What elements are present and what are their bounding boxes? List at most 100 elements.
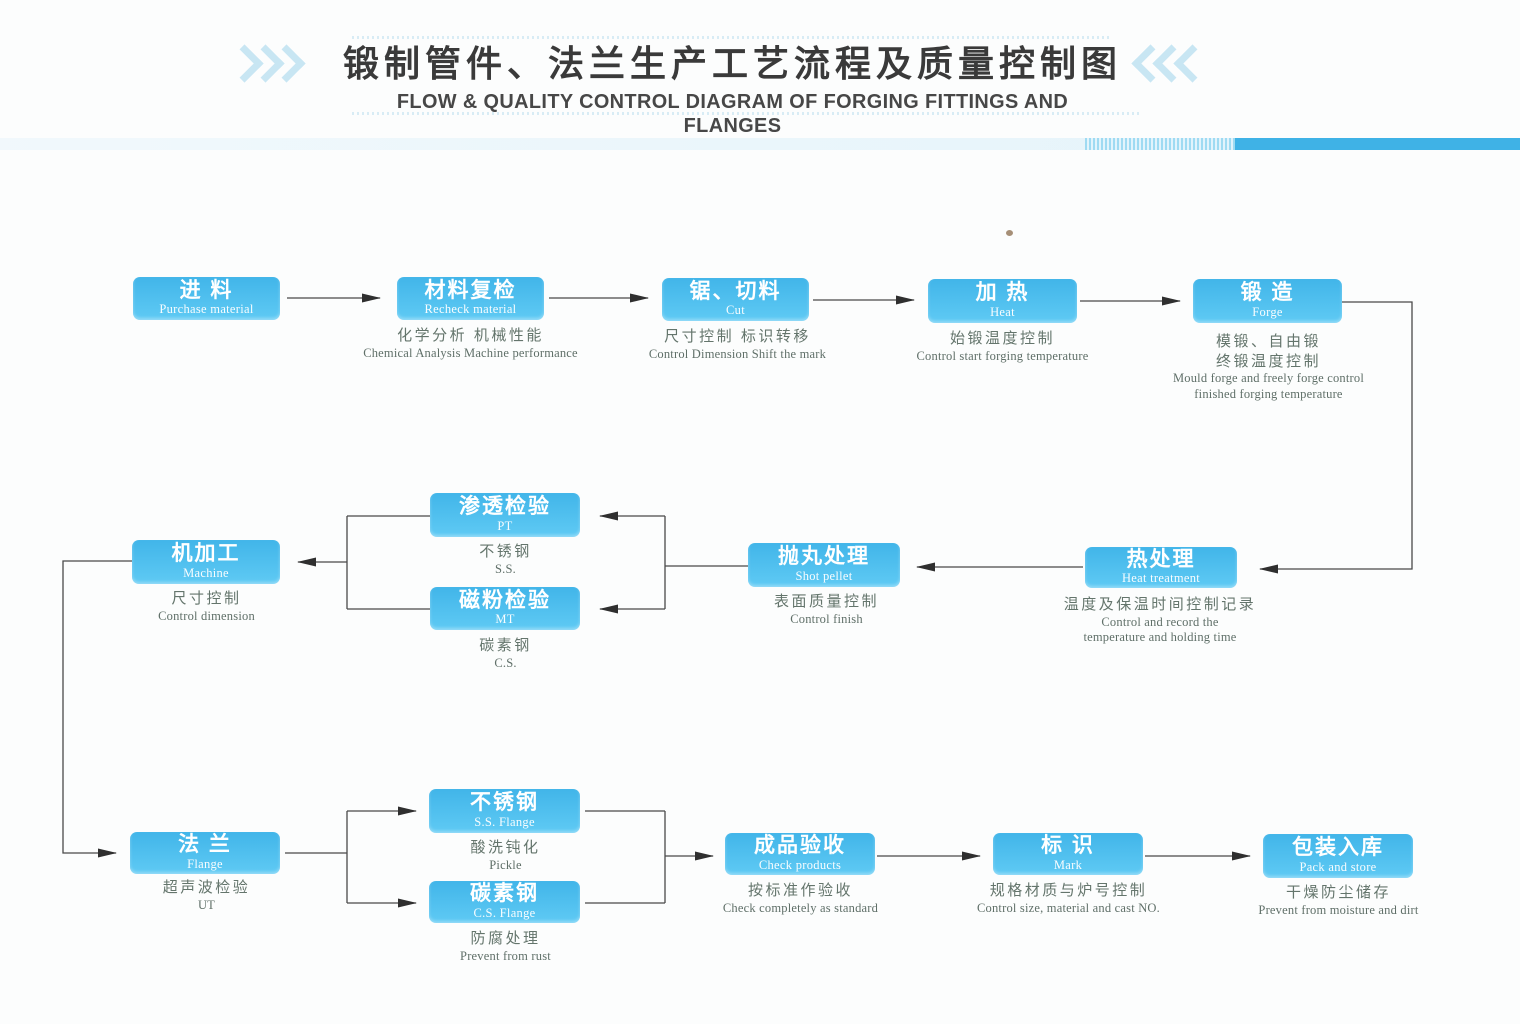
caption-ss-flange-zh: 酸洗钝化 xyxy=(470,839,541,856)
node-cut: 锯、切料 Cut xyxy=(662,278,809,321)
node-forge: 锻 造 Forge xyxy=(1193,279,1342,323)
node-ss-flange-label-en: S.S. Flange xyxy=(474,814,535,829)
node-recheck-material: 材料复检 Recheck material xyxy=(397,277,544,320)
node-forge-label-en: Forge xyxy=(1252,304,1283,319)
node-cut-label-en: Cut xyxy=(726,303,745,318)
caption-forge-en: Mould forge and freely forge control fin… xyxy=(1172,371,1365,401)
caption-heat-en: Control start forging temperature xyxy=(916,348,1089,363)
header-banner-halftone xyxy=(1085,138,1235,150)
node-check-products: 成品验收 Check products xyxy=(725,833,875,875)
caption-recheck-material: 化学分析 机械性能 Chemical Analysis Machine perf… xyxy=(330,326,611,361)
node-heat-treatment: 热处理 Heat treatment xyxy=(1085,547,1237,588)
caption-pack-and-store-zh: 干燥防尘储存 xyxy=(1285,884,1391,901)
caption-cut-zh: 尺寸控制 标识转移 xyxy=(664,328,811,345)
caption-shot-pellet: 表面质量控制 Control finish xyxy=(686,592,967,627)
caption-cs-flange-zh: 防腐处理 xyxy=(470,930,541,947)
caption-pt-zh: 不锈钢 xyxy=(479,543,532,560)
caption-ss-flange-en: Pickle xyxy=(489,857,522,872)
caption-mark-en: Control size, material and cast NO. xyxy=(977,900,1160,915)
node-forge-label-zh: 锻 造 xyxy=(1240,281,1295,305)
page-title-block: 锻制管件、法兰生产工艺流程及质量控制图 FLOW & QUALITY CONTR… xyxy=(335,44,1130,138)
decorative-dotted-strip-bottom xyxy=(352,112,1142,115)
node-mark: 标 识 Mark xyxy=(993,833,1143,875)
caption-recheck-zh: 化学分析 机械性能 xyxy=(397,327,544,344)
caption-forge: 模锻、自由锻 终锻温度控制 Mould forge and freely for… xyxy=(1128,332,1409,402)
page-title-chinese: 锻制管件、法兰生产工艺流程及质量控制图 xyxy=(342,43,1122,84)
caption-check-products: 按标准作验收 Check completely as standard xyxy=(660,881,941,916)
caption-pack-and-store-en: Prevent from moisture and dirt xyxy=(1258,902,1419,917)
node-cs-flange-label-zh: 碳素钢 xyxy=(470,882,539,906)
node-pt-inspection: 渗透检验 PT xyxy=(430,493,580,537)
caption-mark: 规格材质与炉号控制 Control size, material and cas… xyxy=(928,881,1209,916)
node-flange: 法 兰 Flange xyxy=(130,832,280,874)
caption-machine-en: Control dimension xyxy=(158,608,255,623)
node-heat-treatment-label-en: Heat treatment xyxy=(1121,571,1201,586)
node-mt-inspection: 磁粉检验 MT xyxy=(430,587,580,630)
caption-mark-zh: 规格材质与炉号控制 xyxy=(989,882,1148,899)
connector-forge-heattreatment xyxy=(1259,301,1413,574)
caption-heat-zh: 始锻温度控制 xyxy=(949,330,1055,347)
node-flange-label-en: Flange xyxy=(187,856,223,871)
node-heat: 加 热 Heat xyxy=(928,279,1077,323)
node-pt-label-zh: 渗透检验 xyxy=(459,495,551,519)
node-shot-pellet-label-en: Shot pellet xyxy=(795,568,853,583)
caption-heat: 始锻温度控制 Control start forging temperature xyxy=(862,329,1143,364)
caption-ss-flange: 酸洗钝化 Pickle xyxy=(365,838,646,873)
node-heat-label-zh: 加 热 xyxy=(975,281,1030,305)
node-shot-pellet-label-zh: 抛丸处理 xyxy=(778,545,870,569)
caption-cut-en: Control Dimension Shift the mark xyxy=(648,346,827,361)
caption-shot-pellet-zh: 表面质量控制 xyxy=(773,593,879,610)
node-ss-flange-label-zh: 不锈钢 xyxy=(470,791,539,815)
caption-check-products-zh: 按标准作验收 xyxy=(747,882,853,899)
node-recheck-material-label-zh: 材料复检 xyxy=(424,278,517,302)
node-mark-label-zh: 标 识 xyxy=(1041,834,1095,858)
node-machine: 机加工 Machine xyxy=(132,540,280,584)
caption-pt: 不锈钢 S.S. xyxy=(365,542,646,577)
caption-check-products-en: Check completely as standard xyxy=(722,900,879,915)
node-machine-label-zh: 机加工 xyxy=(171,542,241,566)
caption-recheck-en: Chemical Analysis Machine performance xyxy=(363,345,578,360)
node-cs-flange-label-en: C.S. Flange xyxy=(473,905,536,920)
caption-pt-en: S.S. xyxy=(495,561,516,576)
caption-flange-zh: 超声波检验 xyxy=(162,879,251,896)
node-flange-label-zh: 法 兰 xyxy=(178,833,232,857)
node-ss-flange: 不锈钢 S.S. Flange xyxy=(429,789,580,833)
node-check-products-label-en: Check products xyxy=(758,857,842,872)
caption-flange-en: UT xyxy=(197,897,216,912)
caption-pack-and-store: 干燥防尘储存 Prevent from moisture and dirt xyxy=(1198,883,1479,918)
caption-mt: 碳素钢 C.S. xyxy=(365,636,646,671)
node-mt-label-en: MT xyxy=(495,612,515,627)
page-title-english: FLOW & QUALITY CONTROL DIAGRAM OF FORGIN… xyxy=(396,89,1069,137)
caption-cs-flange-en: Prevent from rust xyxy=(460,948,551,963)
header-banner-solid-bar xyxy=(1235,138,1520,150)
node-recheck-material-label-en: Recheck material xyxy=(424,302,517,317)
node-purchase-material-label-zh: 进 料 xyxy=(179,278,234,302)
scan-speck xyxy=(1006,230,1013,236)
caption-heat-treatment-zh: 温度及保温时间控制记录 xyxy=(1063,596,1257,613)
connector-machine-flange xyxy=(62,560,133,858)
caption-flange: 超声波检验 UT xyxy=(66,878,347,913)
node-mt-label-zh: 磁粉检验 xyxy=(459,588,551,612)
node-pack-and-store: 包装入库 Pack and store xyxy=(1263,834,1413,878)
caption-machine: 尺寸控制 Control dimension xyxy=(66,589,347,624)
node-purchase-material: 进 料 Purchase material xyxy=(133,277,280,320)
node-heat-label-en: Heat xyxy=(990,304,1015,319)
node-mark-label-en: Mark xyxy=(1053,857,1083,872)
caption-heat-treatment: 温度及保温时间控制记录 Control and record the tempe… xyxy=(1010,595,1310,646)
decorative-dotted-strip-top xyxy=(352,36,1110,39)
caption-mt-zh: 碳素钢 xyxy=(479,637,532,654)
node-pack-and-store-label-zh: 包装入库 xyxy=(1292,836,1384,860)
caption-cs-flange: 防腐处理 Prevent from rust xyxy=(365,929,646,964)
node-heat-treatment-label-zh: 热处理 xyxy=(1126,547,1196,571)
node-check-products-label-zh: 成品验收 xyxy=(754,834,846,858)
caption-shot-pellet-en: Control finish xyxy=(790,611,863,626)
node-pt-label-en: PT xyxy=(497,518,513,533)
node-purchase-material-label-en: Purchase material xyxy=(159,302,254,317)
caption-cut: 尺寸控制 标识转移 Control Dimension Shift the ma… xyxy=(597,327,878,362)
node-shot-pellet: 抛丸处理 Shot pellet xyxy=(748,543,900,587)
node-cut-label-zh: 锯、切料 xyxy=(689,279,782,303)
caption-heat-treatment-en: Control and record the temperature and h… xyxy=(1083,614,1237,645)
caption-mt-en: C.S. xyxy=(494,655,517,670)
